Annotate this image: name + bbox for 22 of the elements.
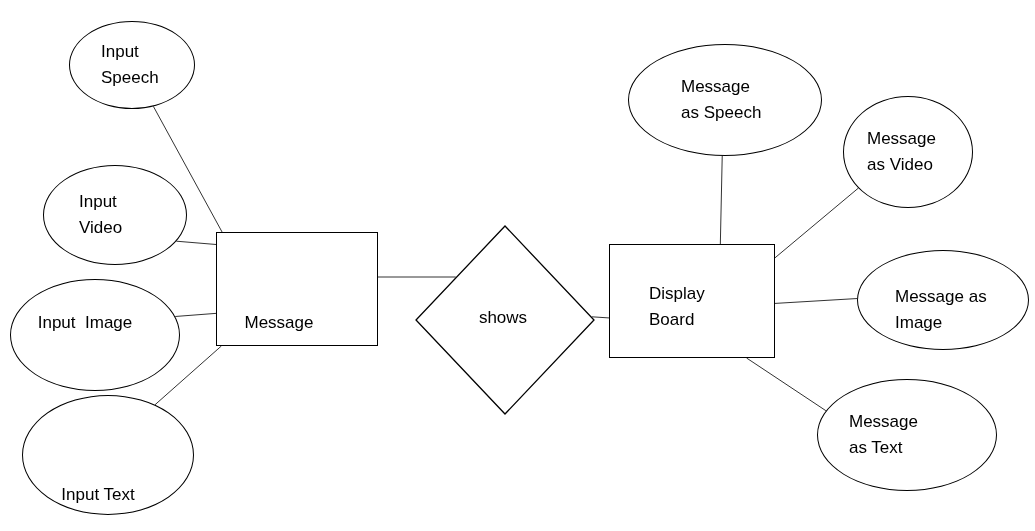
- connector-line: [774, 298, 858, 304]
- connector-line: [591, 316, 610, 319]
- connector-line: [774, 187, 859, 259]
- connector-line: [377, 276, 457, 278]
- entity-box: [609, 244, 775, 358]
- node-label: Display Board: [649, 282, 706, 331]
- node-label: Message as Text: [849, 410, 919, 459]
- entity-box: [216, 232, 378, 346]
- connector-line: [154, 345, 222, 406]
- node-label: Input Image: [37, 311, 133, 334]
- node-label: shows: [478, 306, 528, 329]
- node-label: Message: [244, 311, 314, 334]
- node-label: Message as Image: [895, 285, 988, 334]
- connector-line: [719, 155, 723, 245]
- node-label: Input Speech: [101, 40, 160, 89]
- node-label: Input Video: [79, 190, 124, 239]
- connector-line: [152, 105, 223, 233]
- relationship-diamond: [415, 225, 595, 415]
- node-label: Message as Video: [867, 127, 937, 176]
- node-label: Message as Speech: [681, 75, 763, 124]
- node-label: Input Text: [61, 483, 135, 506]
- connector-line: [746, 357, 827, 412]
